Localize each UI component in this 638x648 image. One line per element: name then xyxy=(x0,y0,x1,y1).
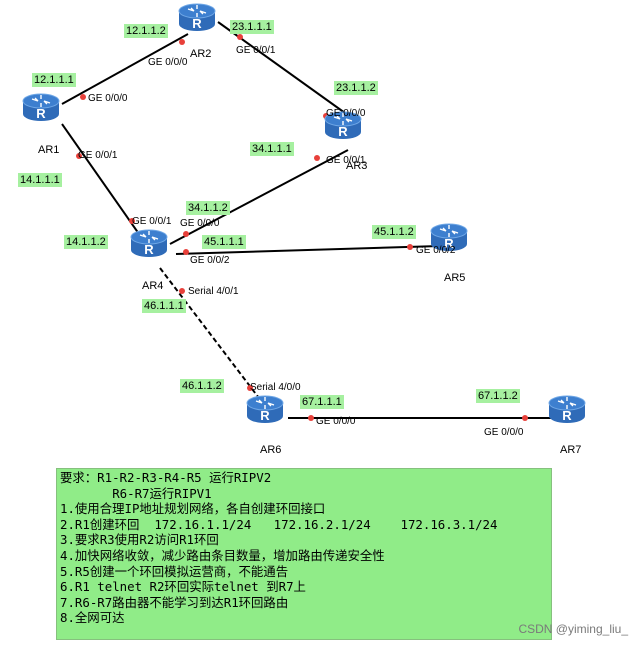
router-icon: R xyxy=(130,229,168,257)
ip-label-ar4-ar5: 45.1.1.1 xyxy=(202,235,246,249)
link-ar4-ar5[interactable] xyxy=(175,245,441,255)
ip-label-ar7-ar6: 67.1.1.2 xyxy=(476,389,520,403)
router-ar3[interactable]: R xyxy=(324,108,362,147)
router-ar5[interactable]: R xyxy=(430,220,468,259)
port-dot xyxy=(314,155,320,161)
ip-label-ar6-ar7: 67.1.1.1 xyxy=(300,395,344,409)
router-icon: R xyxy=(430,223,468,251)
svg-text:R: R xyxy=(562,408,572,423)
port-label-ar6-s400: Serial 4/0/0 xyxy=(250,382,301,393)
port-dot xyxy=(308,415,314,421)
port-label-ar4-g000: GE 0/0/0 xyxy=(180,218,220,229)
port-dot xyxy=(183,231,189,237)
port-dot xyxy=(247,385,253,391)
requirement-line: 2.R1创建环回 172.16.1.1/24 172.16.2.1/24 172… xyxy=(60,516,498,532)
port-label-ar5-g002: GE 0/0/2 xyxy=(416,245,456,256)
router-icon: R xyxy=(22,93,60,121)
router-ar1[interactable]: R xyxy=(22,90,60,129)
port-dot xyxy=(76,153,82,159)
port-label-ar3-g001: GE 0/0/1 xyxy=(326,155,366,166)
svg-text:R: R xyxy=(444,236,454,251)
requirements-box: 要求：R1-R2-R3-R4-R5 运行RIPV2 R6-R7运行RIPV1 1… xyxy=(56,468,552,640)
router-ar2[interactable]: R xyxy=(178,0,216,39)
requirement-line: 7.R6-R7路由器不能学习到达R1环回路由 xyxy=(60,594,289,610)
requirement-line: 1.使用合理IP地址规划网络，各自创建环回接口 xyxy=(60,501,326,517)
port-dot xyxy=(407,244,413,250)
router-icon: R xyxy=(178,3,216,31)
port-label-ar2-g001: GE 0/0/1 xyxy=(236,45,276,56)
port-dot xyxy=(183,249,189,255)
ip-label-ar3-ar4: 34.1.1.1 xyxy=(250,142,294,156)
router-label-ar6: AR6 xyxy=(260,444,282,456)
ip-label-ar1-ar4: 14.1.1.1 xyxy=(18,173,62,187)
svg-text:R: R xyxy=(36,106,46,121)
svg-text:R: R xyxy=(192,16,202,31)
ip-label-ar4-ar6: 46.1.1.1 xyxy=(142,299,186,313)
link-ar3-ar4[interactable] xyxy=(169,149,349,245)
router-ar7[interactable]: R xyxy=(548,392,586,431)
requirement-line: 8.全网可达 xyxy=(60,610,125,626)
ip-label-ar2-ar3: 23.1.1.1 xyxy=(230,20,274,34)
port-dot xyxy=(179,288,185,294)
router-icon: R xyxy=(324,111,362,139)
port-label-ar4-s401: Serial 4/0/1 xyxy=(188,286,239,297)
router-icon: R xyxy=(548,395,586,423)
router-ar4[interactable]: R xyxy=(130,226,168,265)
port-label-ar2-g000: GE 0/0/0 xyxy=(148,57,188,68)
requirement-line: 要求：R1-R2-R3-R4-R5 运行RIPV2 xyxy=(60,470,272,485)
ip-label-ar3-ar2: 23.1.1.2 xyxy=(334,81,378,95)
router-label-ar4: AR4 xyxy=(142,280,164,292)
requirement-line: 6.R1 telnet R2环回实际telnet 到R7上 xyxy=(60,579,306,595)
router-label-ar2: AR2 xyxy=(190,48,212,60)
watermark: CSDN @yiming_liu_ xyxy=(518,622,628,636)
router-label-ar5: AR5 xyxy=(444,272,466,284)
router-ar6[interactable]: R xyxy=(246,392,284,431)
svg-text:R: R xyxy=(144,242,154,257)
router-label-ar3: AR3 xyxy=(346,160,368,172)
ip-label-ar6-ar4: 46.1.1.2 xyxy=(180,379,224,393)
ip-label-ar4-ar1: 14.1.1.2 xyxy=(64,235,108,249)
svg-text:R: R xyxy=(260,408,270,423)
requirement-line: 4.加快网络收敛，减少路由条目数量，增加路由传递安全性 xyxy=(60,547,385,563)
port-dot xyxy=(80,94,86,100)
link-ar4-ar6[interactable] xyxy=(159,267,263,403)
port-label-ar1-g000: GE 0/0/0 xyxy=(88,93,128,104)
port-label-ar1-g001: GE 0/0/1 xyxy=(78,150,118,161)
ip-label-ar4-ar3: 34.1.1.2 xyxy=(186,201,230,215)
requirement-line: R6-R7运行RIPV1 xyxy=(60,485,212,501)
port-dot xyxy=(237,34,243,40)
ip-label-ar5-ar4: 45.1.1.2 xyxy=(372,225,416,239)
port-label-ar3-g000: GE 0/0/0 xyxy=(326,108,366,119)
port-dot xyxy=(522,415,528,421)
port-label-ar7-g000: GE 0/0/0 xyxy=(484,427,524,438)
requirement-line: 3.要求R3使用R2访问R1环回 xyxy=(60,532,219,548)
port-label-ar4-g001: GE 0/0/1 xyxy=(132,216,172,227)
ip-label-ar2-ar1: 12.1.1.2 xyxy=(124,24,168,38)
svg-text:R: R xyxy=(338,124,348,139)
requirement-line: 5.R5创建一个环回模拟运营商，不能通告 xyxy=(60,563,289,579)
port-label-ar6-g000: GE 0/0/0 xyxy=(316,416,356,427)
router-icon: R xyxy=(246,395,284,423)
link-ar1-ar2[interactable] xyxy=(61,33,189,105)
ip-label-ar1-ar2: 12.1.1.1 xyxy=(32,73,76,87)
port-label-ar4-g002: GE 0/0/2 xyxy=(190,255,230,266)
port-dot xyxy=(179,39,185,45)
router-label-ar7: AR7 xyxy=(560,444,582,456)
port-dot xyxy=(129,218,135,224)
router-label-ar1: AR1 xyxy=(38,144,60,156)
